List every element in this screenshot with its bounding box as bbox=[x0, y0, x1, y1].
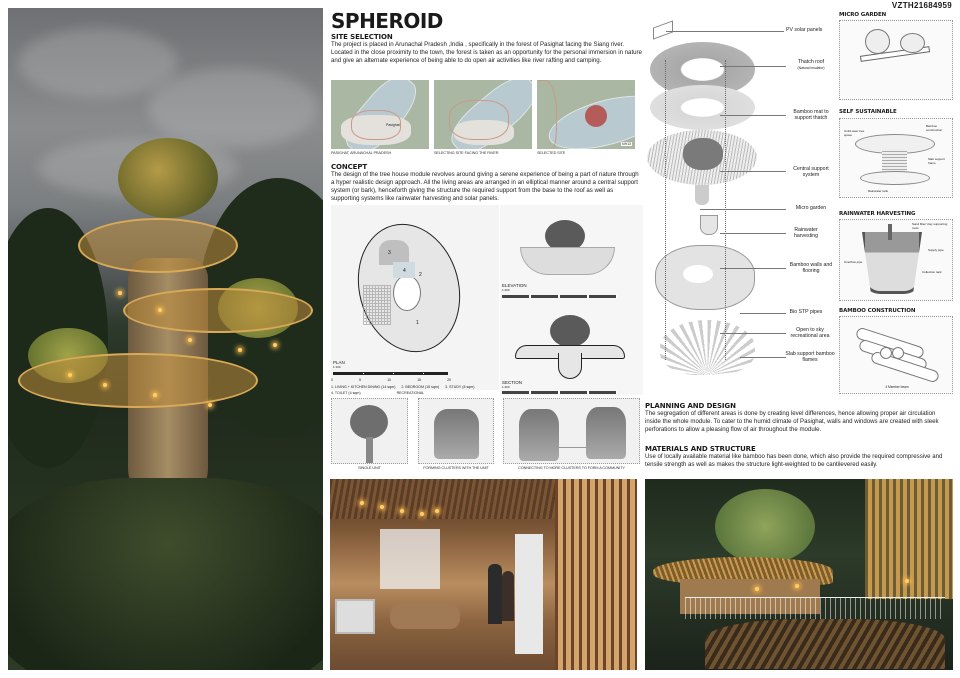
elevation-scale-bar bbox=[502, 295, 617, 298]
materials-text: Use of locally available material like b… bbox=[645, 453, 943, 469]
elevation-label: ELEVATION bbox=[502, 283, 527, 288]
concept-heading: CONCEPT bbox=[331, 163, 368, 171]
elevation-section-drawings: ELEVATION 1:400 SECTION 1:400 bbox=[500, 205, 643, 395]
elevation-scale: 1:400 bbox=[502, 288, 510, 292]
map-town-label: Pasighat bbox=[386, 123, 400, 127]
rainwater-detail: Sand filter/ clay supporting roots Suppl… bbox=[839, 219, 953, 301]
room-label-2: 2 bbox=[419, 272, 422, 278]
scale-tick: 10 bbox=[387, 378, 391, 382]
label-bamboo-walls: Bamboo walls and flooring bbox=[789, 262, 833, 274]
exterior-render-image bbox=[645, 479, 953, 670]
highway-badge: NH13 bbox=[621, 142, 632, 146]
planning-heading: PLANNING AND DESIGN bbox=[645, 402, 736, 410]
hero-render-image bbox=[8, 8, 323, 670]
map-site-facing-river bbox=[434, 80, 532, 149]
materials-heading: MATERIALS AND STRUCTURE bbox=[645, 445, 756, 453]
micro-garden-detail bbox=[839, 20, 953, 100]
scale-tick: 15 bbox=[417, 378, 421, 382]
room-label-3: 3 bbox=[388, 250, 391, 256]
cluster-caption-1: SINGLE UNIT bbox=[358, 466, 381, 470]
bamboo-note: 4 Member beam bbox=[885, 385, 909, 389]
scale-tick: 5 bbox=[359, 378, 361, 382]
rainwater-heading: RAINWATER HARVESTING bbox=[839, 211, 916, 217]
plan-label: PLAN bbox=[333, 360, 345, 365]
exploded-axonometric bbox=[645, 20, 760, 390]
label-central-support: Central support system bbox=[793, 166, 829, 178]
cluster-single-unit bbox=[331, 398, 408, 464]
detail-note: Rainwater tank bbox=[868, 189, 889, 193]
project-title: SPHEROID bbox=[331, 9, 443, 33]
legend-item: 2. BEDROOM (15 sqm) bbox=[401, 385, 440, 389]
detail-note: Sand filter/ clay supporting roots bbox=[912, 222, 948, 230]
micro-garden-heading: MICRO GARDEN bbox=[839, 12, 887, 18]
self-sustainable-detail: Unit/Lower tree space Bamboo constructio… bbox=[839, 118, 953, 198]
site-selection-text: The project is placed in Arunachal Prade… bbox=[331, 41, 642, 65]
plan-scale: 1:100 bbox=[333, 365, 341, 369]
bamboo-mat-shape bbox=[650, 85, 755, 130]
legend-item: RECREATIONAL bbox=[396, 391, 425, 395]
interior-render-image bbox=[330, 479, 637, 670]
map-caption-3: SELECTED SITE bbox=[537, 151, 566, 155]
label-thatch-note: (Natural insulator) bbox=[797, 66, 825, 70]
site-marker-icon bbox=[585, 105, 607, 127]
map-caption-1: PASIGHAT, ARUNACHAL PRADESH bbox=[331, 151, 392, 155]
label-pv-solar-panels: PV solar panels bbox=[786, 27, 823, 33]
label-thatch-roof: Thatch roof bbox=[797, 59, 825, 65]
slab-support-shape bbox=[660, 320, 755, 375]
plan-legend: 1. LIVING + KITCHEN DINING (14 sqm) 2. B… bbox=[331, 384, 499, 396]
cluster-caption-3: CONNECTING TO MORE CLUSTERS TO FORM A CO… bbox=[518, 466, 625, 470]
cluster-caption-2: FORMING CLUSTERS WITH THE UNIT bbox=[423, 466, 489, 470]
detail-note: Overflow pipe bbox=[844, 260, 863, 264]
section-scale: 1:400 bbox=[502, 385, 510, 389]
solar-panel-shape bbox=[653, 20, 673, 40]
self-sustainable-heading: SELF SUSTAINABLE bbox=[839, 109, 897, 115]
cluster-community bbox=[503, 398, 640, 464]
detail-note: Bamboo construction bbox=[926, 124, 943, 132]
room-label-4: 4 bbox=[403, 268, 406, 274]
legend-item: 3. STUDY (8 sqm) bbox=[445, 385, 475, 389]
legend-item: 1. LIVING + KITCHEN DINING (14 sqm) bbox=[331, 385, 396, 389]
project-code: VZTH21684959 bbox=[891, 1, 952, 10]
detail-note: Supply pipe bbox=[928, 248, 944, 252]
section-label: SECTION bbox=[502, 380, 523, 385]
site-selection-heading: SITE SELECTION bbox=[331, 33, 393, 41]
concept-text: The design of the tree house module revo… bbox=[331, 171, 639, 203]
detail-note: Collection tank bbox=[922, 270, 942, 274]
scale-tick: 0 bbox=[331, 378, 333, 382]
room-label-1: 1 bbox=[416, 320, 419, 326]
plan-drawing: 3 4 2 1 PLAN 1:100 0 5 10 15 20 bbox=[331, 205, 499, 390]
section-scale-bar bbox=[502, 391, 617, 394]
bamboo-construction-detail: 4 Member beam bbox=[839, 316, 953, 394]
detail-note: Slab support frame bbox=[928, 157, 945, 165]
label-micro-garden: Micro garden bbox=[795, 205, 827, 211]
label-bamboo-mat: Bamboo mat to support thatch bbox=[793, 109, 829, 121]
cluster-forming bbox=[418, 398, 494, 464]
bamboo-construction-heading: BAMBOO CONSTRUCTION bbox=[839, 308, 916, 314]
map-pasighat: Pasighat bbox=[331, 80, 429, 149]
detail-note: Unit/Lower tree space bbox=[844, 129, 865, 137]
label-rainwater: Rainwater harvesting bbox=[794, 227, 818, 239]
legend-item: 4. TOILET (4 sqm) bbox=[331, 391, 361, 395]
map-selected-site: NH13 bbox=[537, 80, 635, 149]
plan-scale-bar bbox=[333, 372, 448, 375]
label-slab-support: Slab support bamboo flames bbox=[785, 351, 835, 363]
label-bio-stp: Bio STP pipes bbox=[789, 309, 823, 315]
scale-tick: 20 bbox=[447, 378, 451, 382]
label-open-to-sky: Open to sky recreational area bbox=[790, 327, 830, 339]
map-caption-2: SELECTING SITE FACING THE RIVER bbox=[434, 151, 499, 155]
planning-text: The segregation of different areas is do… bbox=[645, 410, 939, 434]
